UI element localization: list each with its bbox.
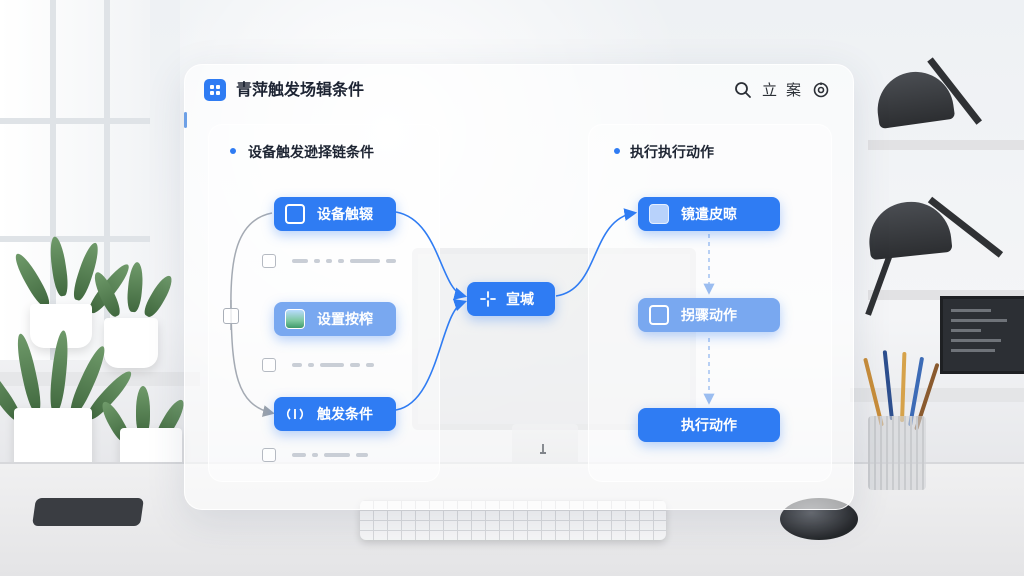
- section-dot: [230, 148, 236, 154]
- placeholder-row: [262, 254, 402, 268]
- section-dot: [614, 148, 620, 154]
- trigger-section-title: 设备触发逊择链条件: [248, 145, 374, 161]
- monitor-glyph: [536, 442, 550, 456]
- square-icon: [649, 204, 669, 224]
- square-icon: [285, 204, 305, 224]
- checkbox[interactable]: [262, 448, 276, 462]
- panel-header: 青萍触发场辑条件 立 案: [204, 78, 834, 102]
- loop-checkbox[interactable]: [223, 308, 239, 324]
- image-icon: [285, 309, 305, 329]
- square-icon: [649, 305, 669, 325]
- checkbox[interactable]: [262, 254, 276, 268]
- placeholder-row: [262, 358, 380, 372]
- pencil-cup: [868, 416, 926, 490]
- side-monitor: [940, 296, 1024, 374]
- panel-edge-handle[interactable]: [184, 112, 187, 128]
- node-action-2[interactable]: 拐骤动作: [638, 298, 780, 332]
- wall-shelf: [868, 140, 1024, 150]
- settings-icon: [813, 82, 829, 98]
- node-execute-action[interactable]: 执行动作: [638, 408, 780, 442]
- node-center-hub[interactable]: 宣堿: [467, 282, 555, 316]
- window: [0, 0, 150, 360]
- node-device-trigger[interactable]: 设备触辍: [274, 197, 396, 231]
- search-icon: [735, 82, 751, 98]
- actions-section-title: 执行执行动作: [630, 145, 714, 161]
- node-action-1[interactable]: 镜遣皮晾: [638, 197, 780, 231]
- header-button-li[interactable]: 立: [762, 81, 778, 99]
- sparkle-icon: [478, 289, 498, 309]
- plant-pot: [104, 318, 158, 368]
- checkbox[interactable]: [262, 358, 276, 372]
- node-setting-button[interactable]: 设置按榨: [274, 302, 396, 336]
- placeholder-row: [262, 448, 374, 462]
- header-button-an[interactable]: 案: [786, 81, 802, 99]
- page-title: 青萍触发场辑条件: [236, 80, 365, 99]
- wall-shelf: [868, 290, 1024, 300]
- node-trigger-condition[interactable]: 触发条件: [274, 397, 396, 431]
- app-grid-icon[interactable]: [204, 79, 226, 101]
- search-button[interactable]: [734, 78, 752, 102]
- side-table: [850, 388, 1024, 402]
- device-pad: [32, 498, 144, 526]
- settings-button[interactable]: [812, 78, 830, 102]
- signal-icon: [285, 404, 305, 424]
